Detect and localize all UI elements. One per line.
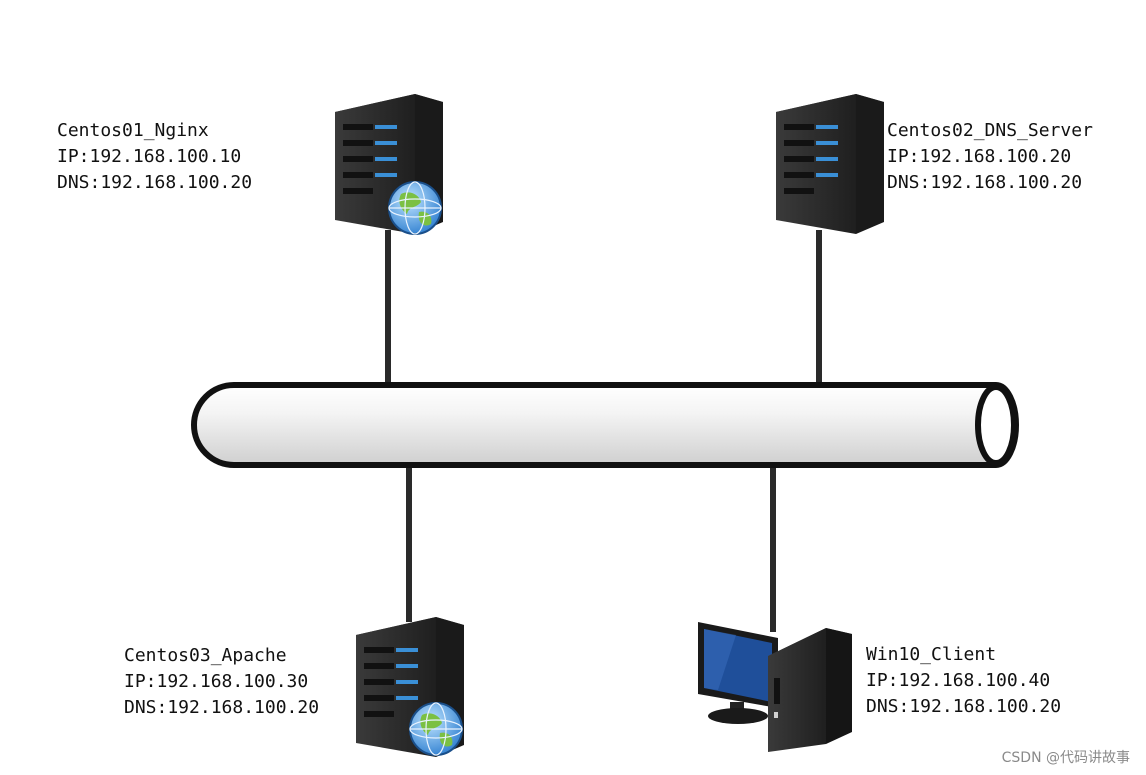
watermark: CSDN @代码讲故事 (1001, 750, 1130, 766)
server-with-globe-icon (335, 94, 443, 235)
node-ip: IP:192.168.100.20 (887, 146, 1072, 167)
node-ip: IP:192.168.100.40 (866, 670, 1051, 691)
node-name: Centos03_Apache (124, 645, 287, 666)
node-dns: DNS:192.168.100.20 (866, 696, 1062, 717)
server-with-globe-icon (356, 617, 464, 757)
node-name: Win10_Client (866, 644, 997, 665)
node-dns: DNS:192.168.100.20 (124, 697, 320, 718)
server-icon (776, 94, 884, 234)
network-bus-icon (191, 382, 1019, 468)
node-label-client: Win10_Client IP:192.168.100.40 DNS:192.1… (866, 642, 1061, 720)
node-dns: DNS:192.168.100.20 (57, 172, 253, 193)
node-label-nginx: Centos01_Nginx IP:192.168.100.10 DNS:192… (57, 118, 252, 196)
desktop-computer-icon (698, 622, 852, 752)
node-ip: IP:192.168.100.30 (124, 671, 309, 692)
node-ip: IP:192.168.100.10 (57, 146, 242, 167)
node-name: Centos02_DNS_Server (887, 120, 1093, 141)
node-dns: DNS:192.168.100.20 (887, 172, 1083, 193)
node-label-dns-server: Centos02_DNS_Server IP:192.168.100.20 DN… (887, 118, 1093, 196)
node-label-apache: Centos03_Apache IP:192.168.100.30 DNS:19… (124, 643, 319, 721)
node-name: Centos01_Nginx (57, 120, 209, 141)
